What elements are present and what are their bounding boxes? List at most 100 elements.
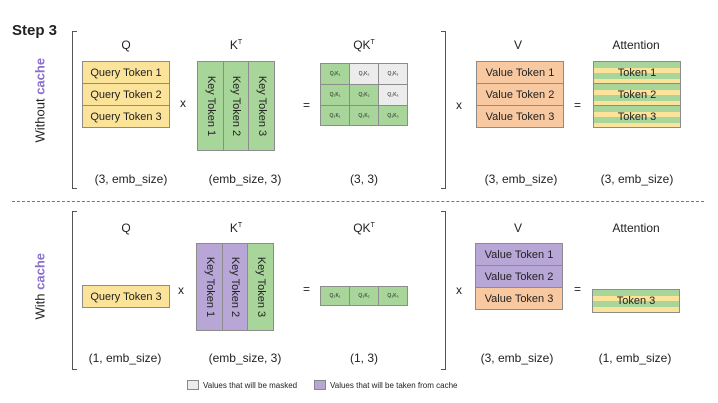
key-token-text: Key Token 1 [204, 75, 217, 137]
with-op-equals-1: = [303, 282, 311, 296]
with-att-matrix: Token 3 [592, 289, 680, 313]
without-cache-word: cache [32, 57, 48, 95]
without-dim-k: (emb_size, 3) [208, 172, 282, 186]
key-token-text: Key Token 2 [230, 75, 242, 137]
with-dim-v: (3, emb_size) [480, 351, 554, 365]
value-token-cell: Value Token 1 [476, 61, 564, 84]
without-qk-text: QK [353, 38, 371, 52]
value-token-cell: Value Token 3 [475, 287, 563, 310]
legend-swatch-cached [314, 380, 326, 390]
without-k-label: KT [195, 38, 277, 52]
without-op-equals-2: = [574, 98, 582, 112]
with-qk-sup: T [370, 222, 375, 229]
key-token-cell: Key Token 3 [247, 243, 274, 331]
qk-cell-masked: Q₁K₃ [378, 63, 408, 85]
with-q-label: Q [121, 221, 131, 235]
without-v-label: V [513, 38, 522, 52]
with-op-equals-2: = [574, 282, 582, 296]
qk-cell-masked: Q₂K₃ [378, 84, 408, 106]
legend-masked-text: Values that will be masked [203, 380, 298, 390]
with-qk-matrix: Q₃K₁ Q₃K₂ Q₃K₃ [320, 286, 408, 306]
without-att-matrix: Token 1 Token 2 Token 3 [593, 61, 681, 128]
with-k-text: K [229, 221, 238, 235]
with-v-matrix: Value Token 1 Value Token 2 Value Token … [475, 243, 563, 310]
without-dim-qk: (3, 3) [349, 172, 378, 186]
with-k-sup: T [237, 222, 243, 229]
with-k-label: KT [195, 221, 277, 235]
query-token-cell: Query Token 3 [82, 285, 170, 308]
qk-cell: Q₃K₃ [378, 286, 408, 306]
attention-token-cell: Token 2 [593, 83, 681, 106]
without-v-matrix: Value Token 1 Value Token 2 Value Token … [476, 61, 564, 128]
with-bracket-right [441, 211, 446, 370]
with-dim-qk: (1, 3) [349, 351, 378, 365]
with-qk-label: QKT [320, 221, 408, 235]
legend-masked: Values that will be masked [187, 380, 297, 390]
legend-cached-text: Values that will be taken from cache [330, 380, 458, 390]
qk-cell: Q₂K₂ [349, 84, 379, 106]
qk-cell: Q₃K₃ [378, 105, 408, 126]
query-token-cell: Query Token 3 [82, 105, 170, 128]
qk-cell-masked: Q₁K₂ [349, 63, 379, 85]
without-q-label: Q [121, 38, 131, 52]
legend-swatch-masked [187, 380, 199, 390]
with-bracket-left [72, 211, 77, 370]
qk-cell: Q₃K₂ [349, 105, 379, 126]
qk-cell: Q₁K₁ [320, 63, 350, 85]
without-bracket-right [441, 31, 446, 189]
query-token-cell: Query Token 2 [82, 83, 170, 106]
without-qk-sup: T [370, 39, 375, 46]
with-cache-word: cache [32, 253, 48, 290]
without-bracket-left [72, 31, 77, 189]
attention-token-cell: Token 3 [592, 289, 680, 313]
with-k-matrix: Key Token 1 Key Token 2 Key Token 3 [196, 243, 274, 331]
with-word: With [32, 293, 48, 320]
key-token-text: Key Token 1 [203, 256, 216, 318]
without-word: Without [32, 98, 48, 143]
without-att-label: Attention [612, 38, 660, 52]
key-token-text: Key Token 2 [229, 256, 241, 318]
without-dim-v: (3, emb_size) [484, 172, 558, 186]
key-token-cell: Key Token 2 [223, 61, 249, 151]
with-att-label: Attention [612, 221, 660, 235]
qk-cell: Q₃K₁ [320, 105, 350, 126]
key-token-text: Key Token 3 [254, 256, 267, 318]
with-cache-label: With cache [10, 253, 70, 320]
with-v-label: V [513, 221, 522, 235]
key-token-cell: Key Token 1 [197, 61, 224, 151]
key-token-text: Key Token 3 [255, 75, 268, 137]
with-op-multiply-1: x [178, 283, 184, 297]
qk-cell: Q₃K₂ [349, 286, 379, 306]
attention-token-cell: Token 3 [593, 105, 681, 128]
value-token-cell-cached: Value Token 1 [475, 243, 563, 266]
without-k-matrix: Key Token 1 Key Token 2 Key Token 3 [197, 61, 275, 151]
without-qk-label: QKT [320, 38, 408, 52]
key-token-cell: Key Token 3 [248, 61, 275, 151]
without-k-text: K [229, 38, 238, 52]
without-dim-q: (3, emb_size) [94, 172, 168, 186]
without-cache-label: Without cache [5, 58, 75, 143]
with-qk-text: QK [353, 221, 371, 235]
key-token-cell-cached: Key Token 2 [222, 243, 248, 331]
without-q-matrix: Query Token 1 Query Token 2 Query Token … [82, 61, 170, 128]
without-qk-matrix: Q₁K₁ Q₁K₂ Q₁K₃ Q₂K₁ Q₂K₂ Q₂K₃ Q₃K₁ Q₃K₂ … [320, 63, 408, 126]
value-token-cell-cached: Value Token 2 [475, 265, 563, 288]
attention-token-cell: Token 1 [593, 61, 681, 84]
value-token-cell: Value Token 3 [476, 105, 564, 128]
step-title: Step 3 [12, 22, 58, 39]
without-op-multiply-2: x [456, 98, 462, 112]
without-op-multiply-1: x [180, 96, 186, 110]
qk-cell: Q₂K₁ [320, 84, 350, 106]
without-k-sup: T [237, 39, 243, 46]
with-dim-q: (1, emb_size) [88, 351, 162, 365]
with-dim-k: (emb_size, 3) [208, 351, 282, 365]
without-op-equals-1: = [303, 98, 311, 112]
with-dim-att: (1, emb_size) [598, 351, 672, 365]
query-token-cell: Query Token 1 [82, 61, 170, 84]
key-token-cell-cached: Key Token 1 [196, 243, 223, 331]
without-dim-att: (3, emb_size) [600, 172, 674, 186]
qk-cell: Q₃K₁ [320, 286, 350, 306]
with-op-multiply-2: x [456, 283, 462, 297]
with-q-matrix: Query Token 3 [82, 285, 170, 308]
section-divider [12, 201, 704, 202]
